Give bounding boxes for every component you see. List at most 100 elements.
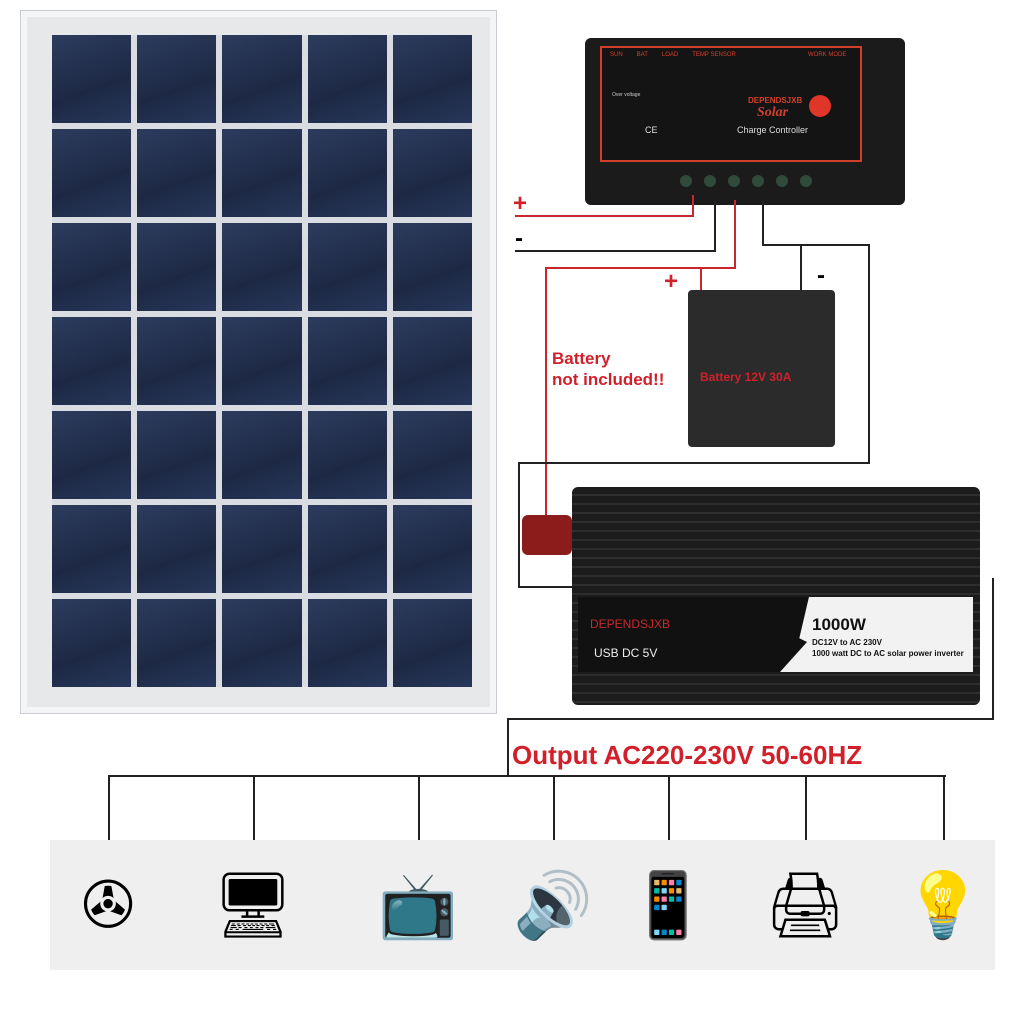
- wire: [507, 718, 509, 776]
- battery-note-line2: not included!!: [552, 370, 665, 389]
- inverter-brand: DEPENDSJXB: [590, 617, 671, 631]
- battery-note-line1: Battery: [552, 349, 611, 368]
- solar-cell: [392, 35, 472, 123]
- indicator-temp: TEMP SENSOR: [692, 52, 736, 58]
- controller-indicators: SUN BAT LOAD TEMP SENSOR: [610, 52, 736, 58]
- solar-cell: [307, 599, 387, 687]
- controller-brand: DEPENDSJXB: [748, 96, 803, 105]
- battery-note: Battery not included!!: [552, 348, 664, 390]
- battery-minus-sign: -: [817, 262, 825, 289]
- wire: [518, 462, 520, 587]
- ce-mark: CE: [645, 125, 658, 135]
- wire: [553, 775, 555, 840]
- terminal-icon: [752, 175, 764, 187]
- indicator-bat: BAT: [636, 52, 648, 58]
- lamp-icon: 💡: [903, 868, 983, 941]
- fan-icon: ✇: [81, 868, 135, 941]
- appliances-band: [50, 840, 995, 970]
- terminal-icon: [800, 175, 812, 187]
- solar-cell: [222, 411, 302, 499]
- wire: [507, 718, 994, 720]
- solar-cell: [222, 505, 302, 593]
- indicator-load: LOAD: [661, 52, 679, 58]
- terminal-icon: [776, 175, 788, 187]
- terminal-icon: [680, 175, 692, 187]
- battery-plus-sign: +: [664, 268, 679, 295]
- phone-icon: 📱: [628, 868, 708, 941]
- printer-icon: 🖨: [764, 868, 846, 941]
- solar-cell: [52, 223, 132, 311]
- indicator-sun: SUN: [610, 52, 623, 58]
- wire: [700, 268, 702, 292]
- solar-cell: [52, 35, 132, 123]
- wire: [868, 244, 870, 464]
- panel-minus-sign: -: [515, 225, 523, 252]
- solar-cell: [392, 223, 472, 311]
- speakers-icon: 🔊: [513, 868, 593, 941]
- wire: [253, 775, 255, 840]
- inverter-label-white: [780, 597, 973, 672]
- wire: [518, 462, 870, 464]
- controller-subtitle: Charge Controller: [737, 125, 809, 135]
- solar-cell: [52, 505, 132, 593]
- solar-cell: [307, 35, 387, 123]
- terminal-icon: [728, 175, 740, 187]
- solar-cells: [52, 35, 472, 687]
- wire: [714, 200, 716, 252]
- over-voltage-label: Over voltage: [612, 92, 641, 98]
- wire: [545, 267, 547, 525]
- solar-cell: [222, 223, 302, 311]
- solar-cell: [307, 129, 387, 217]
- wire: [734, 200, 736, 269]
- solar-cell: [392, 599, 472, 687]
- controller-product: Solar: [757, 105, 789, 120]
- inverter: [572, 487, 980, 705]
- tv-icon: 📺: [378, 868, 458, 941]
- solar-cell: [137, 129, 217, 217]
- wire: [418, 775, 420, 840]
- wire: [668, 775, 670, 840]
- computer-icon: 🖥: [212, 868, 294, 941]
- panel-plus-sign: +: [513, 190, 528, 217]
- wire: [108, 775, 110, 840]
- inverter-usb: USB DC 5V: [594, 646, 658, 660]
- wire: [518, 586, 573, 588]
- solar-cell: [222, 599, 302, 687]
- controller-logo-icon: [809, 95, 831, 117]
- wire: [692, 195, 694, 217]
- solar-cell: [392, 411, 472, 499]
- wire: [805, 775, 807, 840]
- solar-cell: [222, 35, 302, 123]
- inverter-terminal: [522, 515, 572, 555]
- solar-cell: [52, 129, 132, 217]
- solar-cell: [137, 35, 217, 123]
- wire: [762, 200, 764, 245]
- solar-cell: [392, 129, 472, 217]
- solar-cell: [137, 599, 217, 687]
- solar-cell: [307, 223, 387, 311]
- work-mode-label: WORK MODE: [808, 52, 847, 58]
- solar-cell: [52, 411, 132, 499]
- inverter-power: 1000W: [812, 615, 866, 634]
- wire: [992, 578, 994, 720]
- solar-cell: [222, 317, 302, 405]
- wire-battery-minus: [762, 244, 870, 246]
- wire: [943, 775, 945, 840]
- wire-panel-plus: [515, 215, 693, 217]
- solar-cell: [307, 411, 387, 499]
- output-bus: [108, 775, 946, 777]
- solar-cell: [137, 223, 217, 311]
- output-label: Output AC220-230V 50-60HZ: [512, 740, 863, 770]
- battery-label: Battery 12V 30A: [700, 370, 792, 384]
- wire-load-plus: [545, 267, 735, 269]
- solar-cell: [392, 505, 472, 593]
- solar-cell: [137, 317, 217, 405]
- wire-panel-minus: [515, 250, 715, 252]
- solar-cell: [222, 129, 302, 217]
- inverter-spec1: DC12V to AC 230V: [812, 638, 882, 647]
- terminal-icon: [704, 175, 716, 187]
- solar-cell: [307, 505, 387, 593]
- solar-cell: [52, 317, 132, 405]
- inverter-spec2: 1000 watt DC to AC solar power inverter: [812, 649, 964, 658]
